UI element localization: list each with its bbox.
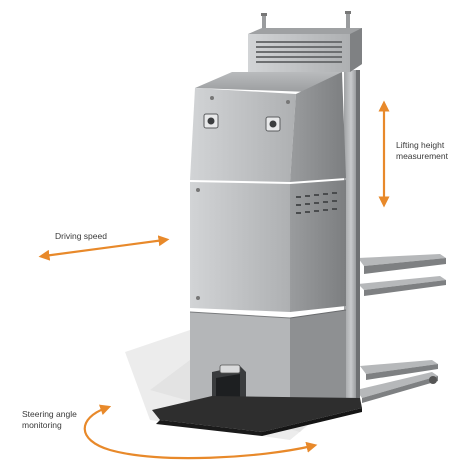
lifting-height-label: Lifting height measurement [396,140,448,162]
main-housing [189,72,347,410]
mast [344,70,360,400]
sensor-grille [256,41,342,63]
driving-speed-label: Driving speed [55,231,107,242]
lifting-height-label-line2: measurement [396,151,448,161]
lifting-height-label-line1: Lifting height [396,140,445,150]
driving-speed-label-text: Driving speed [55,231,107,241]
top-sensor-unit [248,11,362,72]
steering-angle-label-line1: Steering angle [22,409,77,419]
side-vents [296,192,337,214]
lock-knob-right-icon [265,116,281,132]
forks [356,254,446,403]
steering-angle-label: Steering angle monitoring [22,409,77,431]
driving-speed-arrow-icon [38,235,170,261]
steering-angle-arrow-icon [83,404,318,460]
lock-knob-left-icon [203,113,219,129]
steering-angle-label-line2: monitoring [22,420,62,430]
